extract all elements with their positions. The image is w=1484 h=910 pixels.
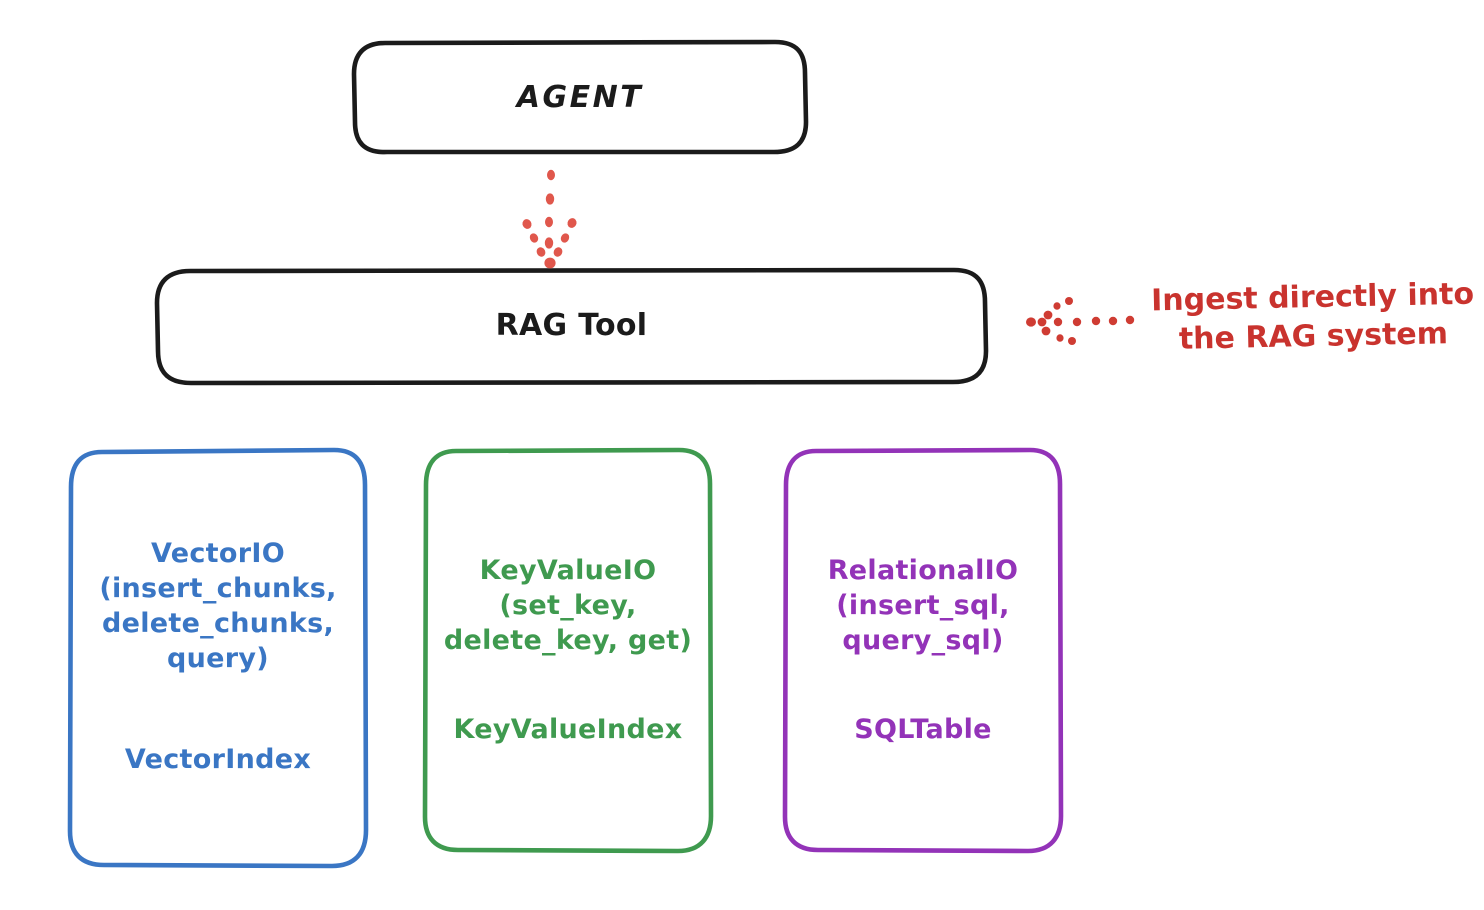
ingest-pointer-arrow-icon xyxy=(1026,297,1135,345)
relational-io-api-label: RelationalIO (insert_sql, query_sql) xyxy=(827,555,1019,657)
key-value-io-index-label: KeyValueIndex xyxy=(453,714,683,745)
ingest-annotation-text: Ingest directly into the RAG system xyxy=(1150,276,1475,357)
agent-label: AGENT xyxy=(516,80,644,115)
key-value-io-api-label: KeyValueIO (set_key, delete_key, get) xyxy=(443,555,693,657)
vector-io-api-label: VectorIO (insert_chunks, delete_chunks, … xyxy=(99,538,337,675)
vector-io-index-label: VectorIndex xyxy=(124,744,312,775)
agent-to-rag-arrow-icon xyxy=(522,169,577,269)
rag-tool-label: RAG Tool xyxy=(495,308,648,343)
relational-io-index-label: SQLTable xyxy=(854,714,992,745)
